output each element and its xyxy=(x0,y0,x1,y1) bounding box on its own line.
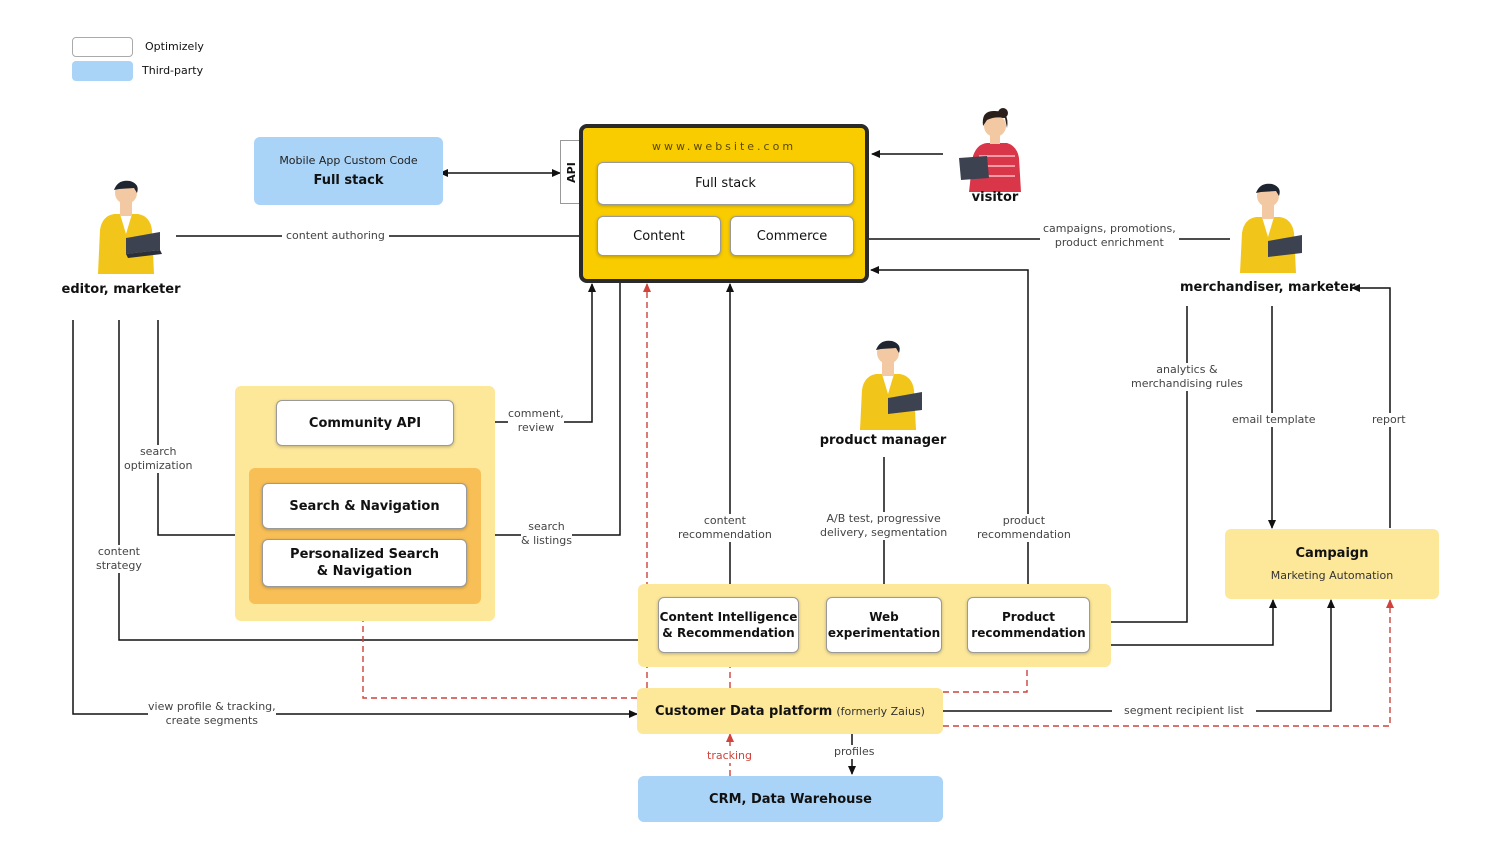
website-content: Content xyxy=(597,216,721,256)
cdp-box: Customer Data platform (formerly Zaius) xyxy=(637,688,943,734)
campaign-title: Campaign xyxy=(1295,546,1369,561)
label-comment-review: comment, review xyxy=(508,407,564,435)
website-url: www.website.com xyxy=(651,140,797,153)
merchandiser-label: merchandiser, marketer xyxy=(1180,280,1356,295)
search-navigation-box: Search & Navigation xyxy=(262,483,467,529)
mobile-app-box: Mobile App Custom Code Full stack xyxy=(254,137,443,205)
product-recommendation-line2: recommendation xyxy=(971,626,1086,640)
edge-product-recommendation xyxy=(870,266,1029,597)
edge-view-profile xyxy=(72,320,638,718)
product-manager-person-icon xyxy=(860,340,922,430)
merchandiser-person-icon xyxy=(1240,183,1302,273)
visitor-label: visitor xyxy=(971,190,1019,205)
edge-segment-list xyxy=(943,599,1335,712)
crm-box: CRM, Data Warehouse xyxy=(638,776,943,822)
label-ab-test: A/B test, progressive delivery, segmenta… xyxy=(820,512,948,540)
label-product-rec-line1: product xyxy=(1002,514,1046,527)
editor-label: editor, marketer xyxy=(61,282,181,297)
web-experimentation-line1: Web xyxy=(869,610,899,624)
label-search-opt-line2: optimization xyxy=(124,459,193,472)
personalized-search-line1: Personalized Search xyxy=(290,547,439,562)
editor-person-icon xyxy=(98,180,162,274)
personalized-search-box: Personalized Search & Navigation xyxy=(262,539,467,587)
personalized-search-line2: & Navigation xyxy=(316,564,413,579)
label-view-profile-line1: view profile & tracking, xyxy=(148,700,276,713)
label-analytics-line2: merchandising rules xyxy=(1131,377,1243,390)
label-email-template: email template xyxy=(1232,413,1316,427)
mobile-app-title: Mobile App Custom Code xyxy=(279,154,418,167)
label-ab-test-line2: delivery, segmentation xyxy=(820,526,948,539)
label-segment-list: segment recipient list xyxy=(1112,704,1256,718)
api-tab: API xyxy=(560,140,582,204)
label-search-listings-line2: & listings xyxy=(521,534,572,547)
edge-search-listings xyxy=(482,256,624,536)
label-search-opt-line1: search xyxy=(139,445,177,458)
label-view-profile-line2: create segments xyxy=(165,714,259,727)
label-campaigns-line1: campaigns, promotions, xyxy=(1043,222,1176,235)
label-campaigns: campaigns, promotions, product enrichmen… xyxy=(1040,222,1179,250)
label-content-strategy-line2: strategy xyxy=(96,559,142,572)
product-manager-label: product manager xyxy=(819,433,947,448)
campaign-subtitle: Marketing Automation xyxy=(1270,569,1394,582)
edge-productrec-campaign xyxy=(1091,599,1277,646)
label-content-rec-line2: recommendation xyxy=(678,528,772,541)
label-analytics: analytics & merchandising rules xyxy=(1131,363,1243,391)
label-product-recommendation: product recommendation xyxy=(977,514,1071,542)
edge-report xyxy=(1351,284,1391,528)
label-content-strategy-line1: content xyxy=(97,545,140,558)
cdp-note: (formerly Zaius) xyxy=(836,704,925,718)
cdp-title: Customer Data platform xyxy=(655,703,833,719)
legend-optimizely-label: Optimizely xyxy=(145,40,204,53)
label-analytics-line1: analytics & xyxy=(1156,363,1218,376)
edge-content-strategy xyxy=(118,320,659,644)
content-intelligence-line1: Content Intelligence xyxy=(659,610,798,624)
label-campaigns-line2: product enrichment xyxy=(1054,236,1164,249)
label-comment-line2: review xyxy=(517,421,555,434)
edge-search-optimization xyxy=(157,320,251,539)
label-ab-test-line1: A/B test, progressive xyxy=(826,512,941,525)
label-content-rec-line1: content xyxy=(703,514,746,527)
legend-optimizely-swatch xyxy=(72,37,133,57)
label-product-rec-line2: recommendation xyxy=(977,528,1071,541)
label-search-listings-line1: search xyxy=(528,520,565,533)
product-recommendation-box: Product recommendation xyxy=(967,597,1090,653)
label-search-optimization: search optimization xyxy=(124,445,193,473)
content-intelligence-line2: & Recommendation xyxy=(662,626,795,640)
product-recommendation-line1: Product xyxy=(1002,610,1055,624)
label-search-listings: search & listings xyxy=(521,520,572,548)
mobile-app-subtitle: Full stack xyxy=(313,173,384,188)
campaign-box: Campaign Marketing Automation xyxy=(1225,529,1439,599)
label-comment-line1: comment, xyxy=(508,407,564,420)
website-commerce: Commerce xyxy=(730,216,854,256)
tracking-product-rec xyxy=(943,653,1031,693)
label-content-recommendation: content recommendation xyxy=(678,514,772,542)
web-experimentation-line2: experimentation xyxy=(827,626,941,640)
tracking-personalized xyxy=(359,587,637,699)
content-intelligence-box: Content Intelligence & Recommendation xyxy=(658,597,799,653)
api-label: API xyxy=(564,161,578,183)
label-profiles: profiles xyxy=(834,745,875,759)
community-api-box: Community API xyxy=(276,400,454,446)
visitor-person-icon xyxy=(959,108,1021,192)
legend-third-party-swatch xyxy=(72,61,133,81)
label-report: report xyxy=(1372,413,1406,427)
edge-comment-review xyxy=(456,283,596,423)
label-view-profile: view profile & tracking, create segments xyxy=(148,700,276,728)
website-full-stack: Full stack xyxy=(597,162,854,205)
label-content-authoring: content authoring xyxy=(282,229,389,243)
label-content-strategy: content strategy xyxy=(96,545,142,573)
label-tracking: tracking xyxy=(707,749,753,763)
legend-third-party-label: Third-party xyxy=(142,64,204,77)
edge-analytics xyxy=(1090,306,1188,626)
web-experimentation-box: Web experimentation xyxy=(826,597,942,653)
tracking-campaign xyxy=(943,599,1394,727)
